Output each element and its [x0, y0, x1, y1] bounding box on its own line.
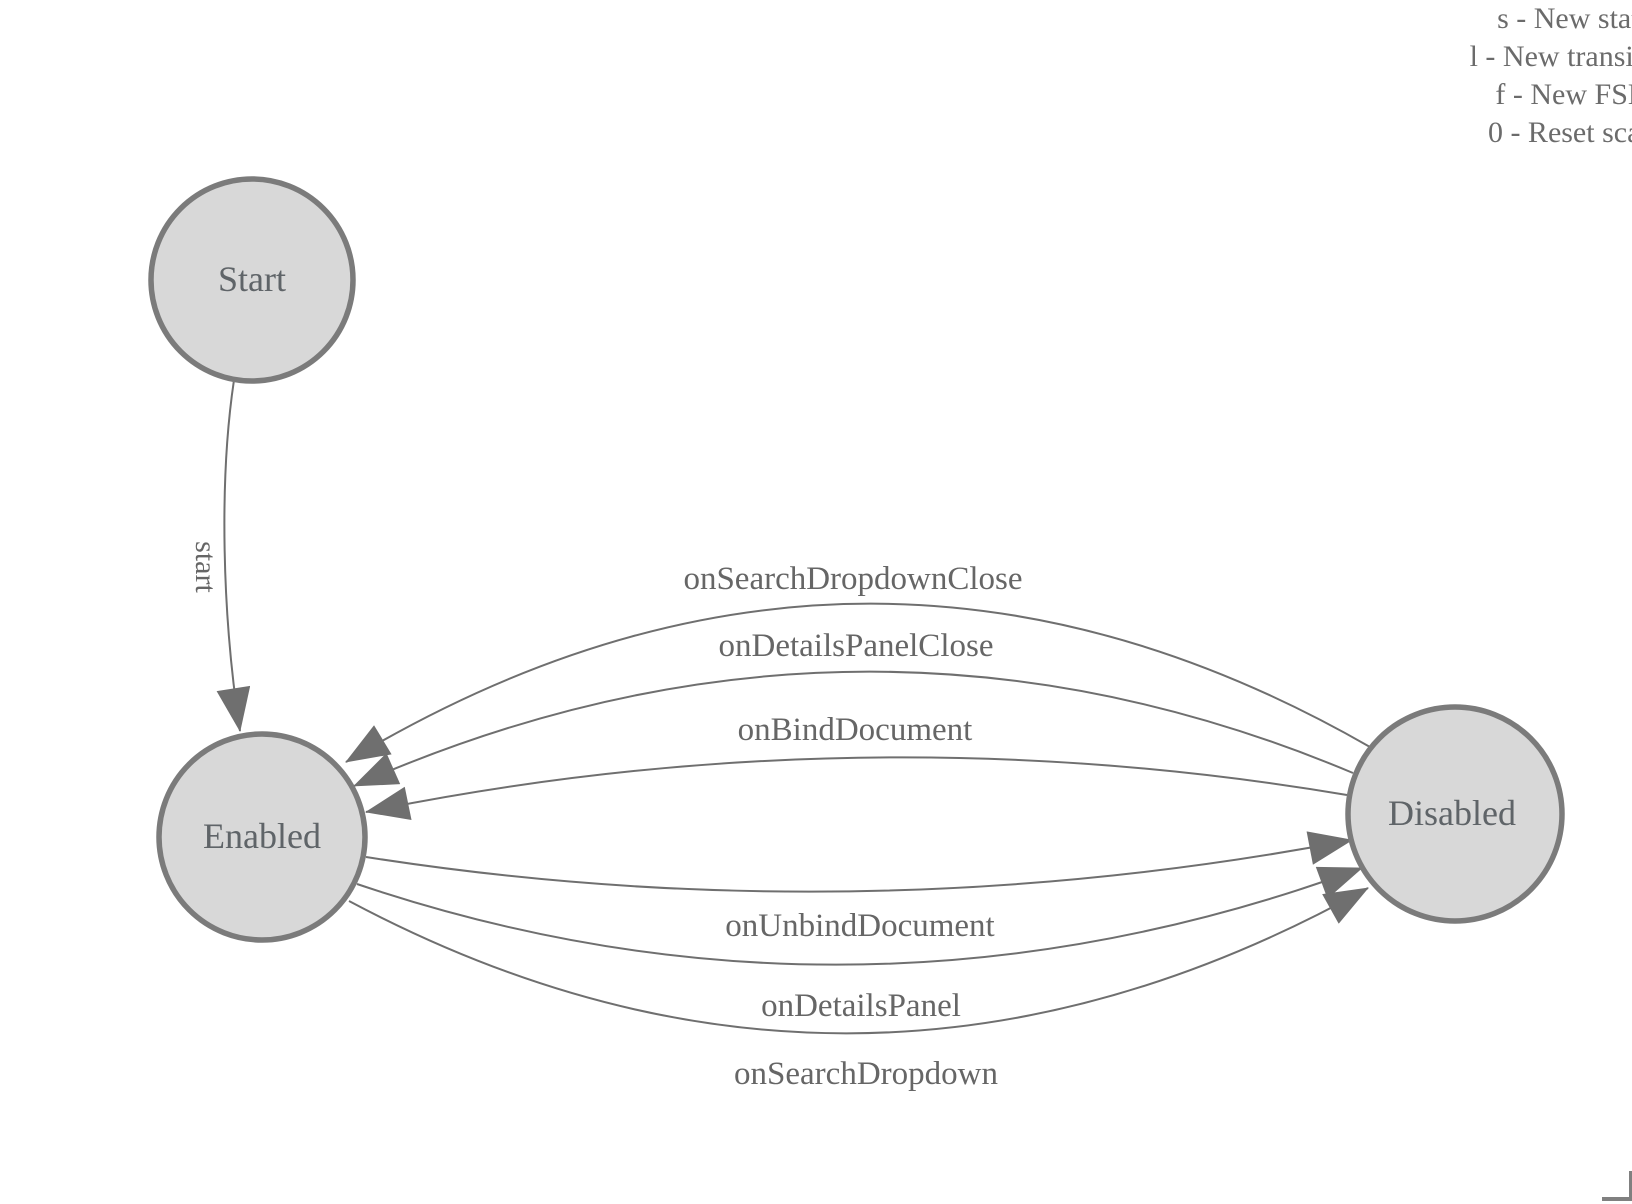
edge-label-on-unbind-document: onUnbindDocument	[725, 908, 994, 944]
state-circle-enabled[interactable]	[156, 731, 368, 943]
edge-label-on-details-panel: onDetailsPanel	[761, 988, 961, 1024]
state-label-disabled: Disabled	[1388, 793, 1516, 833]
shortcut-legend: s - New state l - New transition f - New…	[1375, 0, 1632, 152]
state-node-start[interactable]: Start	[148, 176, 356, 384]
edge-label-on-search-dropdown: onSearchDropdown	[734, 1056, 998, 1092]
edge-label-start: start	[189, 541, 222, 593]
state-circle-start[interactable]	[148, 176, 356, 384]
state-node-disabled[interactable]: Disabled	[1345, 704, 1565, 924]
edge-label-on-bind-document: onBindDocument	[738, 712, 973, 748]
edge-on-unbind-document[interactable]	[365, 831, 1353, 893]
edge-start[interactable]	[216, 379, 251, 732]
state-label-start: Start	[218, 259, 286, 299]
canvas-corner-handle	[1602, 1171, 1632, 1201]
legend-item-new-state: s - New state	[1497, 2, 1632, 35]
edge-on-details-panel[interactable]	[356, 866, 1363, 966]
state-label-enabled: Enabled	[203, 816, 321, 856]
legend-item-reset-scale: 0 - Reset scale	[1487, 116, 1632, 149]
state-node-enabled[interactable]: Enabled	[156, 731, 368, 943]
edge-label-on-search-dropdown-close: onSearchDropdownClose	[683, 561, 1022, 597]
edge-on-search-dropdown[interactable]	[348, 887, 1369, 1035]
legend-item-new-fsm: f - New FSM	[1495, 78, 1632, 111]
state-circle-disabled[interactable]	[1345, 704, 1565, 924]
edge-on-bind-document[interactable]	[365, 756, 1348, 821]
edge-label-on-details-panel-close: onDetailsPanelClose	[719, 628, 994, 664]
edge-on-details-panel-close[interactable]	[353, 670, 1354, 787]
legend-item-new-transition: l - New transition	[1469, 40, 1632, 73]
edge-on-search-dropdown-close[interactable]	[345, 602, 1371, 763]
